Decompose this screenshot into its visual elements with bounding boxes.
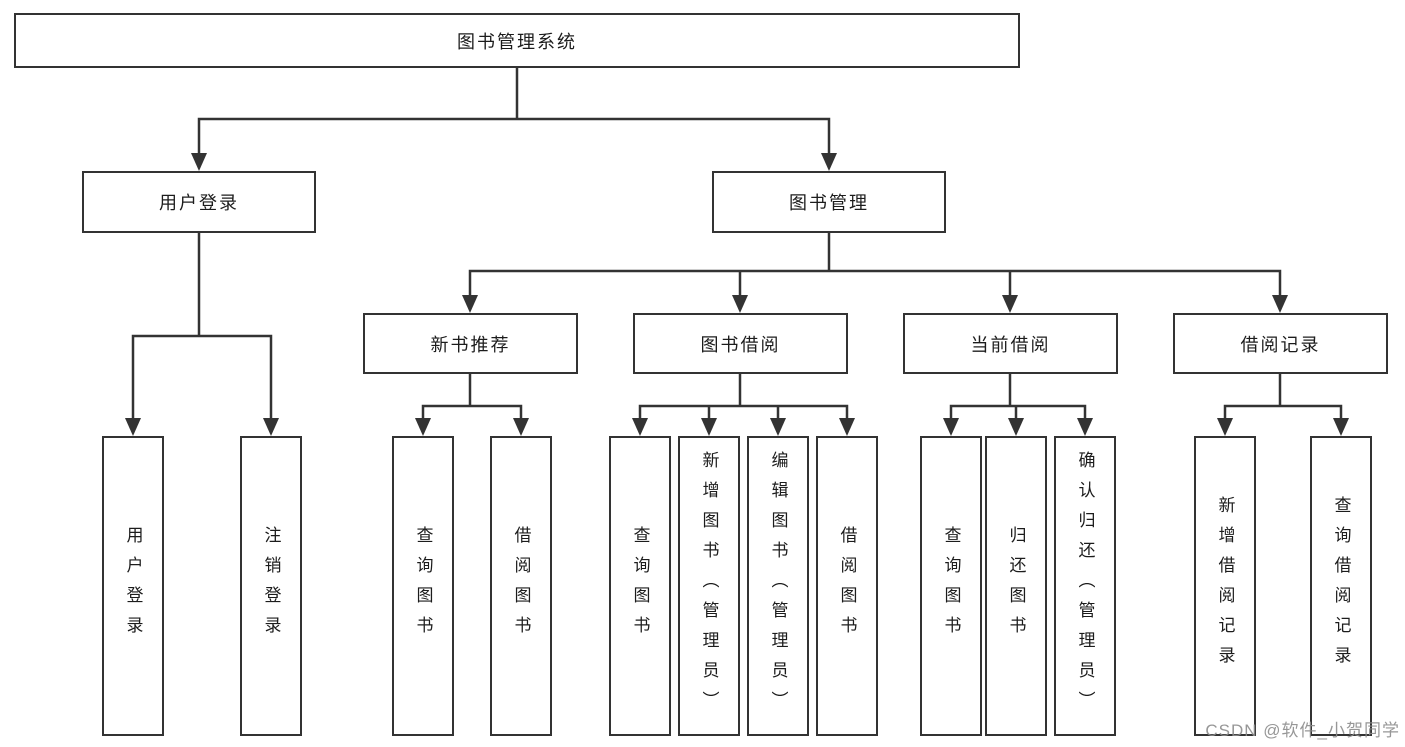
- connector-current-to-leaves: [949, 374, 1087, 421]
- leaf-logout: 注销登录: [240, 436, 302, 736]
- node-label: 用户登录: [159, 193, 239, 213]
- node-current-borrowing: 当前借阅: [903, 313, 1118, 374]
- node-label: 借阅图书: [511, 526, 531, 646]
- node-label: 新书推荐: [430, 334, 511, 355]
- node-label: 查询图书: [941, 526, 961, 646]
- leaf-confirm-return-admin: 确认归还（管理员）: [1054, 436, 1116, 736]
- leaf-query-borrow-record: 查询借阅记录: [1310, 436, 1372, 736]
- node-label: 当前借阅: [970, 334, 1051, 355]
- node-new-book-recommend: 新书推荐: [363, 313, 578, 374]
- leaf-borrow-books: 借阅图书: [816, 436, 878, 736]
- leaf-query-books: 查询图书: [392, 436, 454, 736]
- leaf-query-books: 查询图书: [609, 436, 671, 736]
- leaf-query-books: 查询图书: [920, 436, 982, 736]
- leaf-add-borrow-record: 新增借阅记录: [1194, 436, 1256, 736]
- connector-book-mgmt-to-level2: [468, 233, 1282, 298]
- node-label: 新增借阅记录: [1215, 496, 1235, 676]
- leaf-return-books: 归还图书: [985, 436, 1047, 736]
- node-label: 归还图书: [1006, 526, 1026, 646]
- node-label: 确认归还（管理员）: [1075, 451, 1095, 721]
- node-book-borrowing: 图书借阅: [633, 313, 848, 374]
- arrowheads: [125, 153, 1349, 436]
- connector-new-book-to-leaves: [421, 374, 523, 421]
- connector-records-to-leaves: [1223, 374, 1343, 421]
- node-borrow-records: 借阅记录: [1173, 313, 1388, 374]
- node-book-management: 图书管理: [712, 171, 946, 233]
- node-label: 查询图书: [413, 526, 433, 646]
- node-label: 图书借阅: [700, 334, 781, 355]
- csdn-watermark: CSDN @软件_小贺同学: [1205, 721, 1400, 740]
- leaf-edit-books-admin: 编辑图书（管理员）: [747, 436, 809, 736]
- node-user-login: 用户登录: [82, 171, 316, 233]
- node-label: 新增图书（管理员）: [699, 451, 719, 721]
- connector-user-login-to-leaves: [131, 233, 273, 421]
- node-label: 注销登录: [261, 526, 281, 646]
- node-system-root: 图书管理系统: [14, 13, 1020, 68]
- node-label: 用户登录: [123, 526, 143, 646]
- leaf-add-books-admin: 新增图书（管理员）: [678, 436, 740, 736]
- node-label: 查询图书: [630, 526, 650, 646]
- node-label: 图书管理: [789, 193, 869, 213]
- node-label: 编辑图书（管理员）: [768, 451, 788, 721]
- connector-root-to-level1: [197, 68, 831, 156]
- leaf-borrow-books: 借阅图书: [490, 436, 552, 736]
- node-label: 借阅图书: [837, 526, 857, 646]
- node-label: 借阅记录: [1240, 334, 1321, 355]
- node-label: 图书管理系统: [457, 31, 577, 52]
- node-label: 查询借阅记录: [1331, 496, 1351, 676]
- connector-borrowing-to-leaves: [638, 374, 849, 421]
- leaf-user-login: 用户登录: [102, 436, 164, 736]
